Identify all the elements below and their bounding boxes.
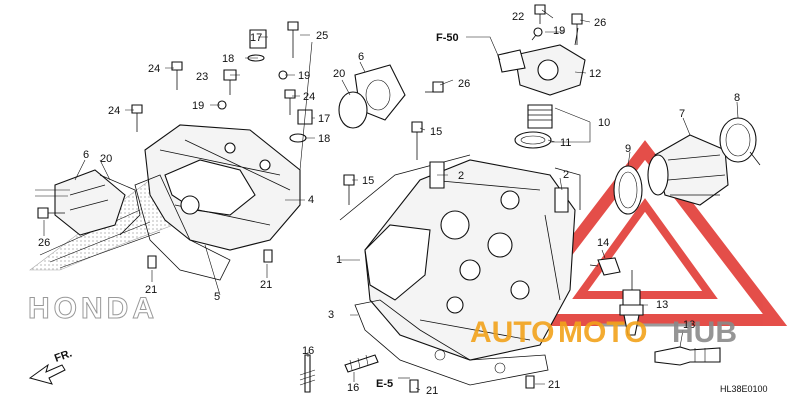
callout-16b: 16 <box>347 382 359 394</box>
callout-15a: 15 <box>430 126 442 138</box>
callout-15b: 15 <box>362 175 374 187</box>
callout-20a: 20 <box>100 153 112 165</box>
stud-bolt-16a <box>299 354 316 393</box>
cap-17a <box>249 29 267 49</box>
watermark-text: AUTO MOTO HUB <box>470 316 737 349</box>
callout-1: 1 <box>336 254 342 266</box>
bolt-25 <box>287 21 299 58</box>
callout-21b: 21 <box>260 279 272 291</box>
honda-logo-text: HONDA <box>28 292 158 325</box>
callout-23: 23 <box>196 71 208 83</box>
front-label: FR. <box>53 347 74 364</box>
callout-3: 3 <box>328 309 334 321</box>
callout-14: 14 <box>597 237 609 249</box>
callout-18a: 18 <box>222 53 234 65</box>
callout-19a: 19 <box>298 70 310 82</box>
bolt-24b <box>131 104 143 132</box>
callout-13b: 13 <box>683 319 695 331</box>
callout-25: 25 <box>316 30 328 42</box>
callout-21c: 21 <box>426 385 438 397</box>
assembly-outline <box>339 154 581 221</box>
bolt-23 <box>223 69 237 95</box>
dowel-21a <box>147 255 157 269</box>
ref-e5: E-5 <box>376 378 393 390</box>
callout-21a: 21 <box>145 284 157 296</box>
watermark-hub: HUB <box>672 316 737 349</box>
callout-7: 7 <box>679 108 685 120</box>
sensor-14 <box>589 257 621 276</box>
head-cover-rear <box>144 124 301 251</box>
dowel-21d <box>525 375 535 389</box>
callout-5: 5 <box>214 291 220 303</box>
callout-4: 4 <box>308 194 314 206</box>
callout-8: 8 <box>734 92 740 104</box>
callout-2a: 2 <box>458 170 464 182</box>
callout-24a: 24 <box>148 63 160 75</box>
head-cover-gasket-rear <box>134 174 231 281</box>
leader-lines <box>35 9 739 391</box>
bolts-group <box>37 4 583 393</box>
o-ring-9 <box>613 165 643 215</box>
bolt-24c <box>284 89 296 115</box>
bolt-15a <box>411 121 423 160</box>
stud-bolt-16b <box>344 354 379 373</box>
callout-16a: 16 <box>302 345 314 357</box>
callout-17b: 17 <box>318 113 330 125</box>
callout-19c: 19 <box>553 25 565 37</box>
bolt-26c <box>571 13 583 45</box>
callout-6a: 6 <box>83 149 89 161</box>
ref-f50: F-50 <box>436 32 459 44</box>
watermark-triangle <box>502 140 788 327</box>
collar-2b <box>554 187 569 213</box>
cylinder-head-front <box>364 159 576 361</box>
callout-labels: 1 2 2 3 4 5 6 6 7 8 9 10 11 12 13 13 14 … <box>38 11 768 397</box>
washer-19c <box>533 27 543 37</box>
dowel-21b <box>263 249 273 263</box>
callout-10: 10 <box>598 117 610 129</box>
bolt-24a <box>171 61 183 90</box>
callout-21d: 21 <box>548 379 560 391</box>
callout-2b: 2 <box>563 169 569 181</box>
callout-26a: 26 <box>458 78 470 90</box>
callout-26b: 26 <box>38 237 50 249</box>
callout-24c: 24 <box>303 91 315 103</box>
bolt-22 <box>534 4 546 24</box>
bolt-15b <box>343 174 355 205</box>
cylinder-head-gasket-front <box>354 299 549 386</box>
front-arrow-icon <box>28 363 66 385</box>
insulator-6 <box>338 64 406 129</box>
spark-plug-lower <box>654 346 721 366</box>
thermostat <box>514 104 553 149</box>
callout-26c: 26 <box>594 17 606 29</box>
washer-18b <box>289 133 307 143</box>
intake-pipe <box>647 134 729 206</box>
callout-17a: 17 <box>250 32 262 44</box>
callout-24b: 24 <box>108 105 120 117</box>
bolt-26b <box>37 207 65 219</box>
thermostat-housing <box>497 27 586 96</box>
callout-12: 12 <box>589 68 601 80</box>
callout-19b: 19 <box>192 100 204 112</box>
callout-9: 9 <box>625 143 631 155</box>
diagram-code: HL38E0100 <box>720 384 768 394</box>
callout-6b: 6 <box>358 51 364 63</box>
callout-11: 11 <box>560 137 571 149</box>
callout-13a: 13 <box>656 299 668 311</box>
callout-18b: 18 <box>318 133 330 145</box>
watermark-auto: AUTO <box>470 316 554 349</box>
spark-plug-upper <box>619 270 644 336</box>
side-cover-left <box>54 169 141 236</box>
bolt-26a <box>425 81 444 93</box>
watermark-moto: MOTO <box>558 316 647 349</box>
callout-20b: 20 <box>333 68 345 80</box>
callout-22: 22 <box>512 11 524 23</box>
dowel-21c <box>409 379 419 393</box>
